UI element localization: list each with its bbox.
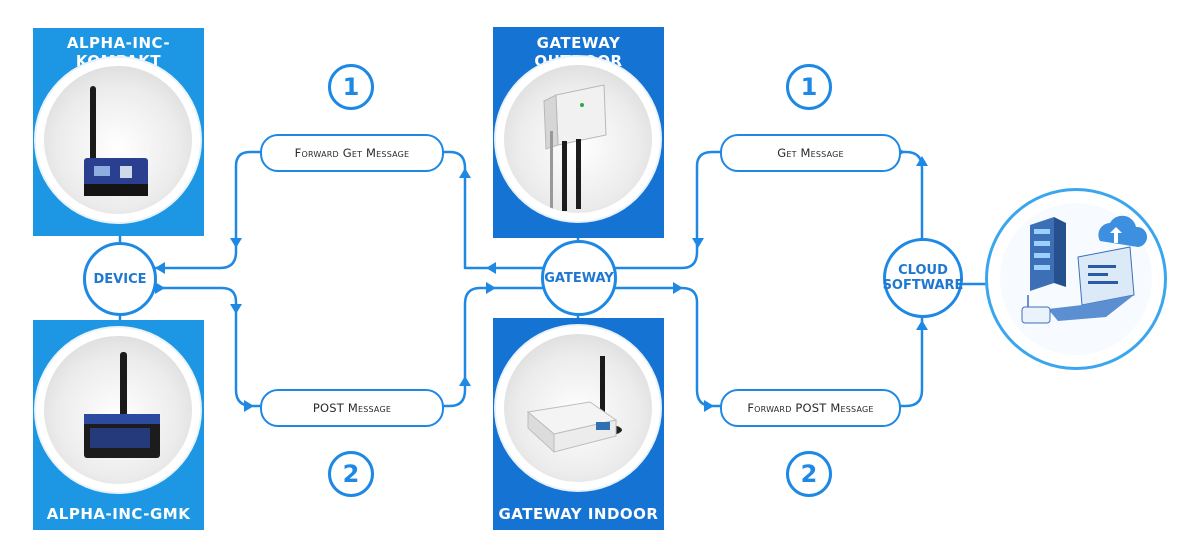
gateway-outdoor-icon	[543, 84, 607, 211]
cloud-software-node: CLOUD SOFTWARE	[883, 238, 963, 318]
card-title-gmk: ALPHA-INC-GMK	[46, 505, 191, 523]
step-one-right: 1	[786, 64, 832, 110]
device-node-label: DEVICE	[93, 271, 147, 287]
device-node: DEVICE	[83, 242, 157, 316]
gateway-outdoor-photo	[496, 57, 660, 221]
step-two-right: 2	[786, 451, 832, 497]
device-gmk-photo	[36, 328, 200, 492]
get-message-label: Get Message	[777, 146, 844, 160]
get-message-pill: Get Message	[720, 134, 901, 172]
arrow-to-device	[155, 262, 165, 274]
cloud-node-label-line2: SOFTWARE	[882, 278, 964, 293]
path-forward-get	[438, 150, 547, 270]
forward-get-message-label: Forward Get Message	[294, 146, 410, 160]
forward-get-message-pill: Forward Get Message	[260, 134, 444, 172]
forward-post-message-label: Forward POST Message	[747, 401, 874, 415]
cloud-node-label-line1: CLOUD	[898, 263, 948, 278]
gateway-node-label: GATEWAY	[544, 270, 614, 286]
gateway-node: GATEWAY	[541, 240, 617, 316]
post-message-label: POST Message	[312, 401, 392, 415]
step-one-left: 1	[328, 64, 374, 110]
cloud-illustration	[985, 188, 1167, 370]
cloud-server-laptop-icon	[1000, 203, 1152, 355]
forward-post-message-pill: Forward POST Message	[720, 389, 901, 427]
antenna-device-icon	[84, 86, 148, 196]
step-two-left: 2	[328, 451, 374, 497]
gateway-indoor-icon	[526, 356, 622, 454]
antenna-device-icon	[84, 352, 160, 458]
card-title-indoor: GATEWAY INDOOR	[498, 505, 659, 523]
gateway-indoor-photo	[496, 326, 660, 490]
device-kompakt-photo	[36, 58, 200, 222]
path-get	[895, 150, 924, 260]
post-message-pill: POST Message	[260, 389, 444, 427]
